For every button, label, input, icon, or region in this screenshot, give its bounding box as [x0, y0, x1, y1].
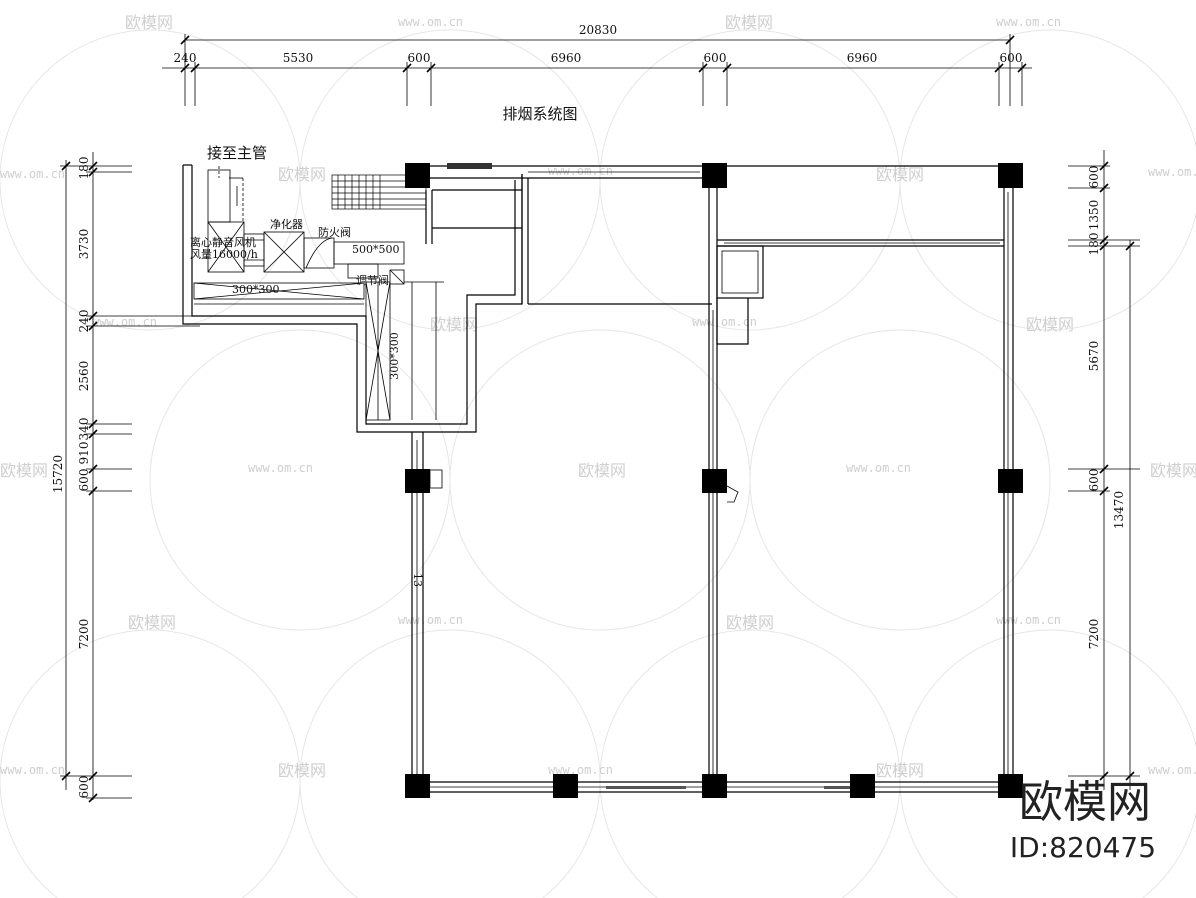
brand-name: 欧模网 [1019, 777, 1151, 828]
column [998, 163, 1023, 188]
structural-columns [405, 163, 1023, 798]
watermark-url: www.om.cn [248, 461, 313, 475]
label-fire-damper: 防火阀 [318, 225, 351, 239]
watermark-url: www.om.cn [548, 164, 613, 178]
brand-id: ID:820475 [1010, 831, 1156, 864]
column [405, 469, 430, 493]
dim-top-label: 240 [174, 51, 197, 65]
stair [331, 174, 427, 210]
dim-right-total: 13470 [1112, 491, 1126, 529]
column [553, 774, 578, 798]
watermark-brand: 欧模网 [128, 613, 176, 632]
dim-top-label: 5530 [283, 51, 314, 65]
column [998, 774, 1023, 798]
dim-right-label: 7200 [1087, 619, 1101, 650]
label-airflow: 风量16000/h [190, 248, 258, 261]
column [850, 774, 875, 798]
dim-top-label: 600 [408, 51, 431, 65]
watermark-brand: 欧模网 [278, 761, 326, 780]
exhaust-duct-system [193, 166, 444, 421]
column [998, 469, 1023, 493]
dim-top-label: 600 [704, 51, 727, 65]
watermark-url: www.om.cn [692, 315, 757, 329]
dim-left-label: 340 [77, 418, 91, 441]
watermark-url: www.om.cn [398, 613, 463, 627]
watermark-brand: 欧模网 [1026, 315, 1074, 334]
watermark-brand: 欧模网 [578, 461, 626, 480]
watermark-arcs [0, 29, 1196, 898]
duct-300 [193, 282, 365, 300]
watermark-url: www.om.cn [996, 15, 1061, 29]
watermark-url: www.om.cn [996, 613, 1061, 627]
column [405, 774, 430, 798]
watermark-brand: 欧模网 [725, 13, 773, 32]
column [702, 774, 727, 798]
label-duct-500: 500*500 [352, 243, 400, 256]
watermark-brand: 欧模网 [1150, 461, 1196, 480]
dim-left-total: 15720 [51, 455, 65, 493]
top-dimensions: 20830 240 5530 600 6960 600 6960 600 [162, 23, 1032, 106]
watermarks: 欧模网 www.om.cn 欧模网 www.om.cn www.om.cn 欧模… [0, 13, 1196, 780]
dim-top-total: 20830 [579, 23, 617, 37]
dim-left-label: 600 [77, 776, 91, 799]
watermark-url: www.om.cn [92, 315, 157, 329]
dim-right-label: 600 [1087, 166, 1101, 189]
label-main-pipe: 接至主管 [207, 144, 267, 162]
drawing-title: 排烟系统图 [502, 105, 577, 123]
watermark-brand: 欧模网 [430, 315, 478, 334]
window-mark [447, 163, 492, 169]
window-mark [606, 786, 686, 789]
watermark-brand: 欧模网 [0, 461, 48, 480]
brand-logo: 欧模网 ID:820475 [1010, 777, 1156, 864]
label-purifier: 净化器 [270, 217, 303, 231]
watermark-url: www.om.cn [0, 167, 65, 181]
watermark-url: www.om.cn [548, 763, 613, 777]
dim-left-label: 910 [77, 442, 91, 465]
label-damper: 调节阀 [356, 273, 389, 287]
dim-top-label: 600 [1000, 51, 1023, 65]
watermark-url: www.om.cn [0, 763, 65, 777]
column-mark [726, 485, 739, 503]
dim-left-label: 2560 [77, 361, 91, 392]
column-mark [429, 469, 443, 489]
watermark-url: www.om.cn [1148, 763, 1196, 777]
label-duct-300: 300*300 [232, 283, 280, 296]
watermark-url: www.om.cn [1148, 165, 1196, 179]
label-axis-13: 13 [411, 573, 424, 587]
label-fan: 离心静音风机 [190, 235, 256, 249]
dim-right-label: 5670 [1087, 341, 1101, 372]
dim-top-label: 6960 [551, 51, 582, 65]
label-duct-vertical: 300*300 [388, 332, 401, 380]
watermark-brand: 欧模网 [876, 165, 924, 184]
watermark-brand: 欧模网 [278, 165, 326, 184]
dim-top-label: 6960 [847, 51, 878, 65]
dim-left-label: 7200 [77, 619, 91, 650]
dim-left-label: 180 [77, 157, 91, 180]
watermark-brand: 欧模网 [125, 13, 173, 32]
duct-labels: 接至主管 净化器 离心静音风机 风量16000/h 防火阀 500*500 调节… [190, 144, 424, 587]
dim-right-label: 180 [1087, 233, 1101, 256]
column [702, 469, 727, 493]
dim-left-label: 240 [77, 310, 91, 333]
watermark-url: www.om.cn [846, 461, 911, 475]
dim-right-label: 1350 [1087, 200, 1101, 231]
dim-left-label: 600 [77, 469, 91, 492]
dim-right-label: 600 [1087, 469, 1101, 492]
column [702, 163, 727, 188]
left-dimensions: 15720 180 3730 240 2560 910 340 600 7200… [51, 152, 200, 803]
watermark-brand: 欧模网 [876, 761, 924, 780]
dim-left-label: 3730 [77, 229, 91, 260]
watermark-brand: 欧模网 [726, 613, 774, 632]
window-mark [824, 786, 864, 789]
watermark-url: www.om.cn [398, 15, 463, 29]
right-dimensions: 13470 600 1350 180 5670 600 7200 [1068, 150, 1140, 790]
